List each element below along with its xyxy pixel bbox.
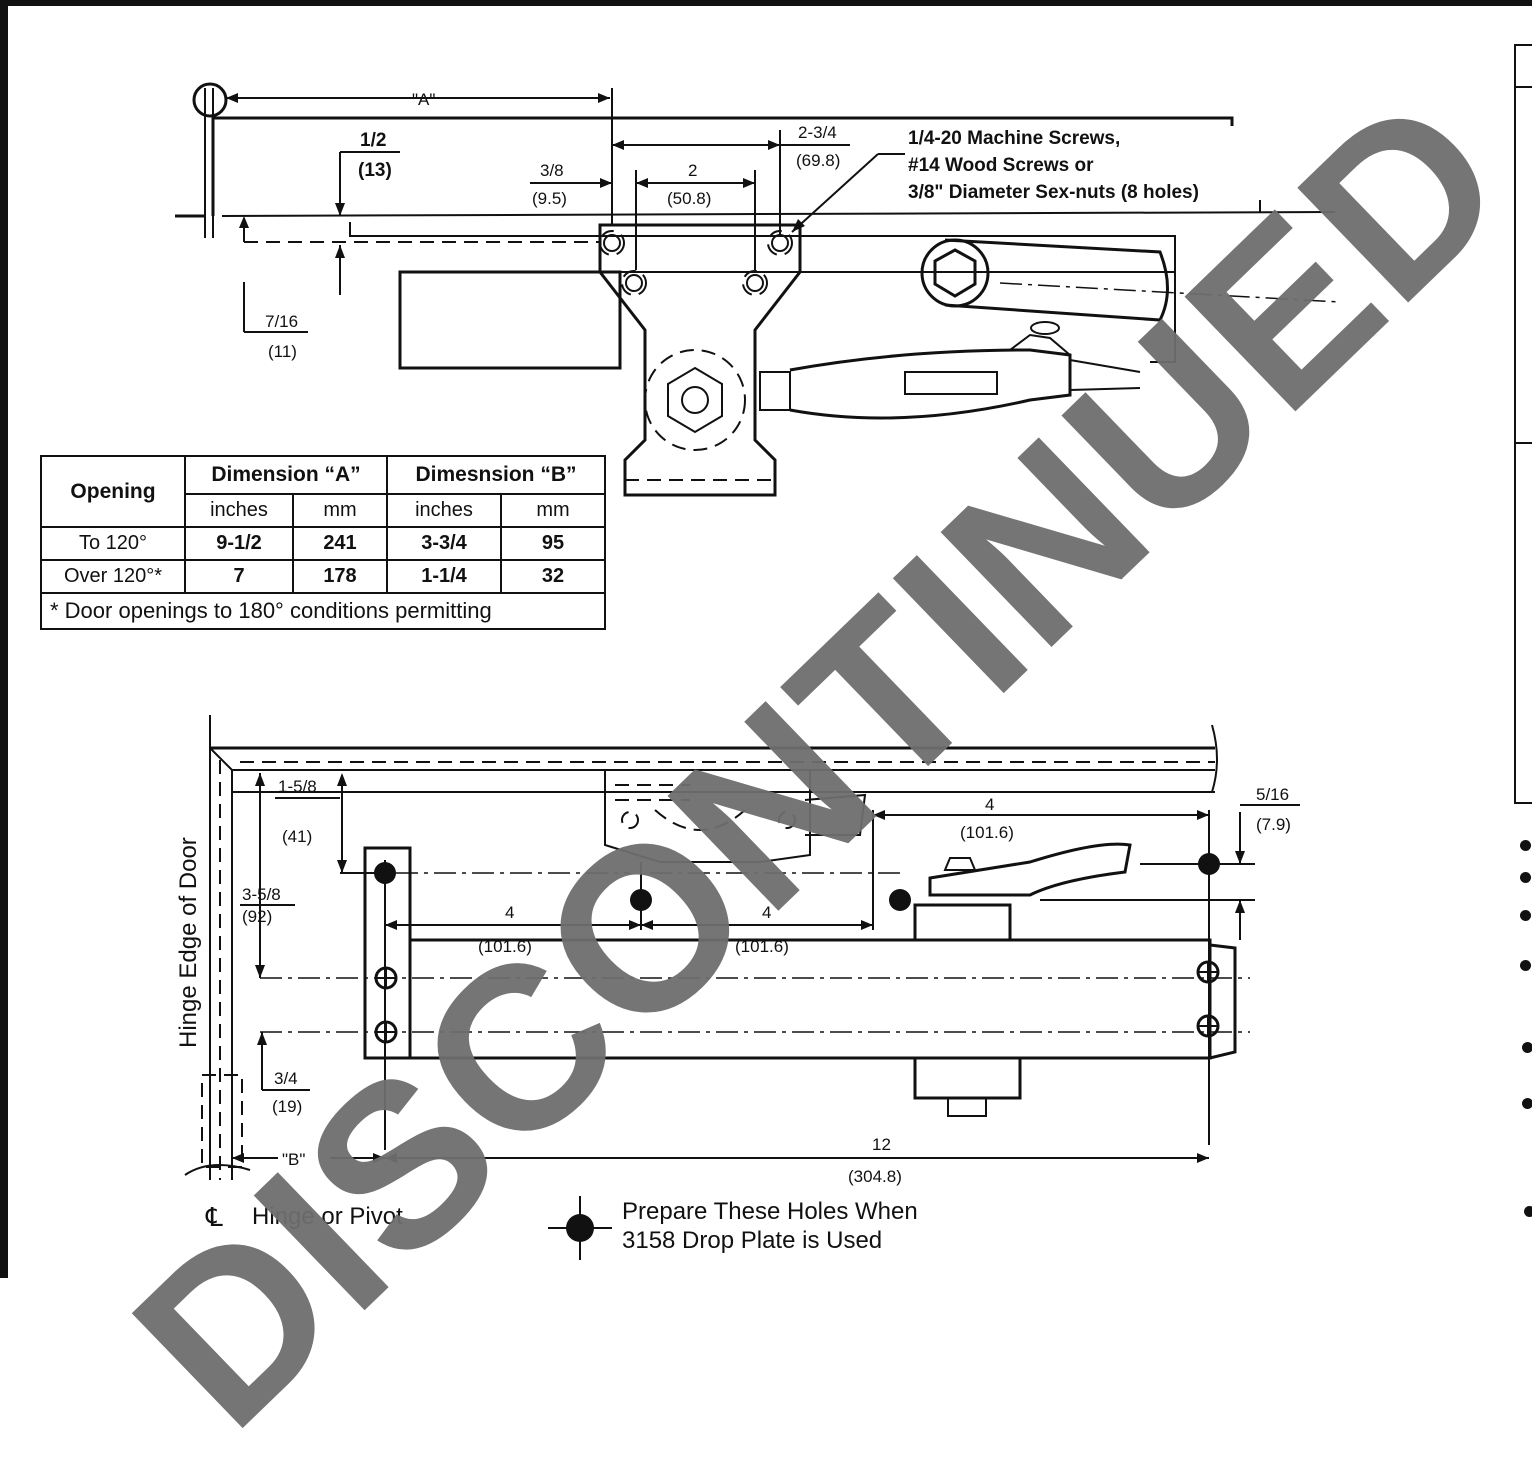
bullet-icon [1522, 1098, 1532, 1109]
drop-plate-bracket [604, 769, 811, 863]
arm-bottom [928, 842, 1132, 897]
hinge-pivot-caption: Hinge or Pivot [252, 1203, 403, 1230]
technical-drawing: "A" 1/2 (13) 7/16 (11) 3/8 (9.5) 2 (50.8… [175, 82, 1341, 1260]
dimension-table: Opening Dimension “A” Dimesnsion “B” inc… [40, 455, 606, 630]
pinion-icon [644, 349, 746, 451]
dim-3-5-8-mm-label: (92) [242, 907, 272, 926]
mount-screw-icon [374, 960, 1220, 1044]
dim-3-8-label: 3/8 [540, 161, 564, 180]
dim-4-left-label: 4 [505, 903, 514, 922]
bullet-icon [1520, 910, 1531, 921]
table-header-dim-b: Dimesnsion “B” [386, 455, 606, 495]
dim-4-top-mm-label: (101.6) [960, 823, 1014, 842]
screw-note-line2: #14 Wood Screws or [908, 155, 1094, 176]
dim-4-mid-mm-label: (101.6) [735, 937, 789, 956]
shoe-icon [920, 238, 990, 308]
table-cell-a-mm: 178 [292, 559, 388, 594]
table-header-dim-a: Dimension “A” [184, 455, 388, 495]
dim-1-5-8-mm-label: (41) [282, 827, 312, 846]
dim-a-label: "A" [412, 90, 435, 109]
table-row: To 120° 9-1/2 241 3-3/4 95 [40, 526, 606, 561]
side-panel-rule [1516, 442, 1532, 444]
table-cell-a-mm: 241 [292, 526, 388, 561]
bottom-view: 1-5/8 (41) 3-5/8 (92) 3/4 (19) 4 (101.6)… [175, 715, 1300, 1260]
screw-note-line1: 1/4-20 Machine Screws, [908, 128, 1120, 149]
dim-2-3-4-mm-label: (69.8) [796, 151, 840, 170]
bullet-icon [1524, 1206, 1532, 1217]
side-panel [1514, 44, 1532, 804]
dim-3-8-mm-label: (9.5) [532, 189, 567, 208]
frame-header [211, 116, 1234, 216]
screw-note-line3: 3/8" Diameter Sex-nuts (8 holes) [908, 182, 1199, 203]
dim-half-label: 1/2 [360, 130, 386, 151]
bullet-icon [1520, 960, 1531, 971]
table-cell-a-in: 9-1/2 [184, 526, 294, 561]
table-unit-b-mm: mm [500, 493, 606, 528]
table-footnote: * Door openings to 180° conditions permi… [40, 592, 606, 630]
dim-4-mid-label: 4 [762, 903, 771, 922]
mounting-bracket [598, 223, 802, 497]
table-cell-opening: To 120° [40, 526, 186, 561]
dim-1-5-8-label: 1-5/8 [278, 777, 317, 796]
closer-body-bottom [408, 938, 1212, 1060]
table-unit-b-inches: inches [386, 493, 502, 528]
table-cell-b-in: 1-1/4 [386, 559, 502, 594]
holes-caption-line1: Prepare These Holes When [622, 1198, 918, 1225]
table-unit-a-inches: inches [184, 493, 294, 528]
table-cell-b-in: 3-3/4 [386, 526, 502, 561]
table-cell-b-mm: 95 [500, 526, 606, 561]
dim-3-5-8-label: 3-5/8 [242, 885, 281, 904]
drop-plate-hole-icon [374, 853, 1220, 911]
bullet-icon [1520, 872, 1531, 883]
dim-3-4-mm-label: (19) [272, 1097, 302, 1116]
dim-5-16-mm-label: (7.9) [1256, 815, 1291, 834]
closer-body-top [398, 270, 622, 370]
dim-4-left-mm-label: (101.6) [478, 937, 532, 956]
holes-caption-line2: 3158 Drop Plate is Used [622, 1227, 882, 1254]
table-row: Over 120°* 7 178 1-1/4 32 [40, 559, 606, 594]
closer-arm [789, 348, 1072, 420]
dim-5-16-label: 5/16 [1256, 785, 1289, 804]
dim-12-mm-label: (304.8) [848, 1167, 902, 1186]
centerline-symbol: ℄ [205, 1202, 223, 1232]
table-unit-a-mm: mm [292, 493, 388, 528]
table-cell-b-mm: 32 [500, 559, 606, 594]
hinge-edge-label: Hinge Edge of Door [175, 837, 202, 1048]
table-header-opening: Opening [40, 455, 186, 528]
dim-2-mm-label: (50.8) [667, 189, 711, 208]
table-cell-opening: Over 120°* [40, 559, 186, 594]
dim-4-top-label: 4 [985, 795, 994, 814]
dim-3-4-label: 3/4 [274, 1069, 298, 1088]
page-frame [0, 0, 1532, 1278]
top-view: "A" 1/2 (13) 7/16 (11) 3/8 (9.5) 2 (50.8… [175, 82, 1341, 497]
table-cell-a-in: 7 [184, 559, 294, 594]
pivot-circle [192, 82, 228, 118]
dim-7-16-mm-label: (11) [268, 342, 297, 361]
side-panel-rule [1516, 86, 1532, 88]
bullet-icon [1520, 840, 1531, 851]
dim-2-3-4-label: 2-3/4 [798, 123, 837, 142]
target-hole-icon [548, 1196, 612, 1260]
dim-half-mm-label: (13) [358, 160, 392, 181]
dim-2-label: 2 [688, 161, 697, 180]
screw-hole-icon [599, 230, 793, 296]
forearm [944, 238, 1169, 322]
dim-b-label: "B" [282, 1150, 305, 1169]
bullet-icon [1522, 1042, 1532, 1053]
dim-7-16-label: 7/16 [265, 312, 298, 331]
dim-12-label: 12 [872, 1135, 891, 1154]
